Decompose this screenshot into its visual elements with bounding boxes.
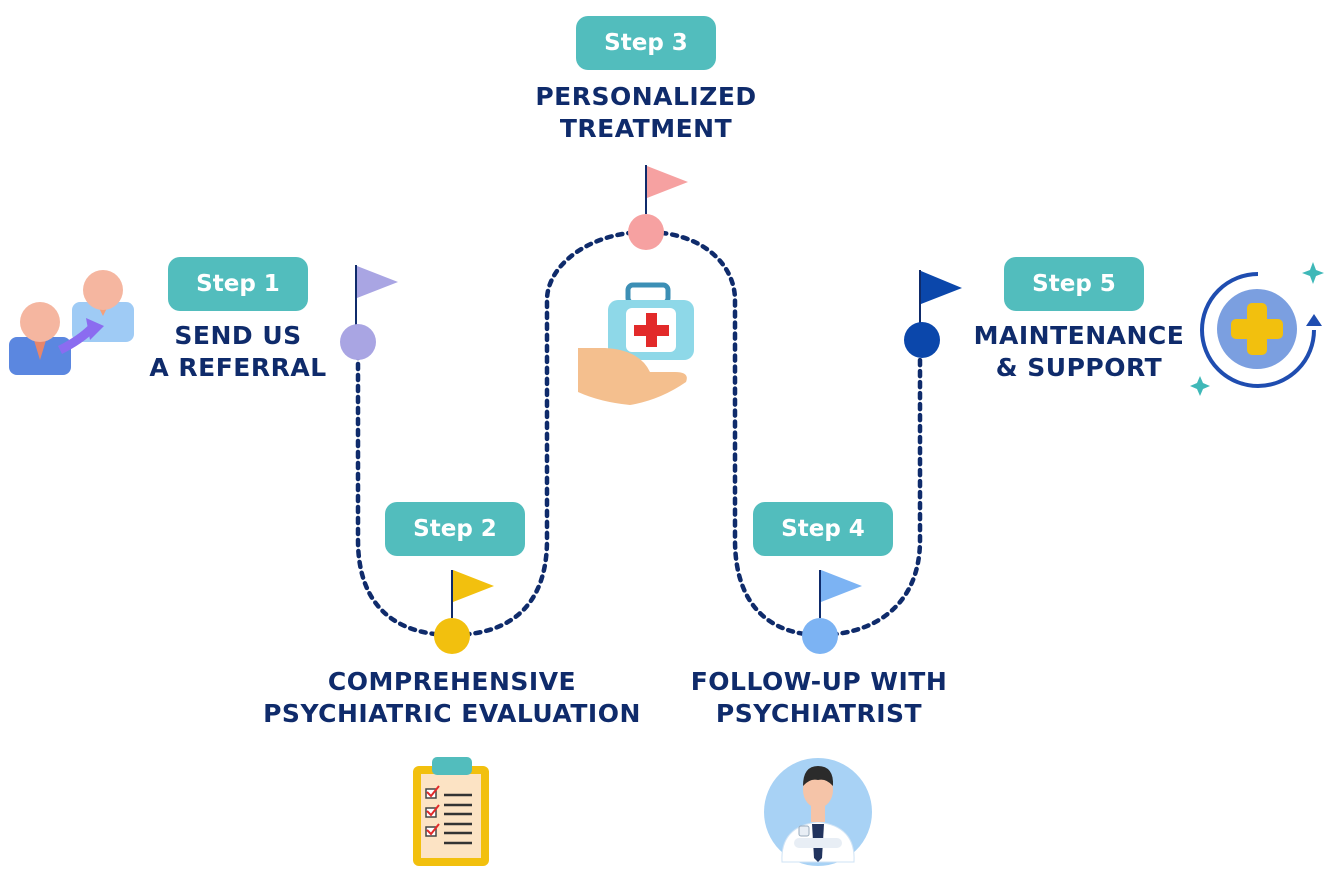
step-3-marker <box>628 165 688 250</box>
medical-kit-hand-icon <box>578 282 694 405</box>
step-3-title-line-1: PERSONALIZED <box>535 82 757 111</box>
step-2-pill: Step 2 <box>385 502 525 556</box>
step-5-marker <box>904 270 962 358</box>
step-4-marker <box>802 570 862 654</box>
step-4-title-line-1: FOLLOW-UP WITH <box>690 667 948 696</box>
step-5-title-line-1: MAINTENANCE <box>973 321 1185 350</box>
step-4-pill: Step 4 <box>753 502 893 556</box>
step-1-title-line-2: A REFERRAL <box>149 353 327 382</box>
step-3-pill: Step 3 <box>576 16 716 70</box>
step-3-label: Step 3 <box>604 30 688 56</box>
referral-people-icon <box>9 270 134 375</box>
step-5-title: MAINTENANCE & SUPPORT <box>962 320 1196 384</box>
step-3-title-line-2: TREATMENT <box>559 114 733 143</box>
step-2-marker <box>434 570 494 654</box>
step-5-pill: Step 5 <box>1004 257 1144 311</box>
clipboard-checklist-icon <box>413 757 489 866</box>
step-1-marker <box>340 265 398 360</box>
step-2-label: Step 2 <box>413 516 497 542</box>
doctor-avatar-icon <box>764 758 872 866</box>
step-1-title-line-1: SEND US <box>174 321 302 350</box>
step-1-label: Step 1 <box>196 271 280 297</box>
step-5-title-line-2: & SUPPORT <box>995 353 1163 382</box>
step-2-title-line-1: COMPREHENSIVE <box>327 667 577 696</box>
step-2-title-line-2: PSYCHIATRIC EVALUATION <box>263 699 641 728</box>
step-1-title: SEND US A REFERRAL <box>138 320 338 384</box>
step-3-title: PERSONALIZED TREATMENT <box>516 81 776 145</box>
medical-cross-cycle-icon <box>1190 262 1324 396</box>
step-4-title-line-2: PSYCHIATRIST <box>715 699 923 728</box>
step-1-pill: Step 1 <box>168 257 308 311</box>
dotted-path <box>355 229 923 638</box>
step-4-title: FOLLOW-UP WITH PSYCHIATRIST <box>672 666 966 730</box>
step-2-title: COMPREHENSIVE PSYCHIATRIC EVALUATION <box>245 666 659 730</box>
step-4-label: Step 4 <box>781 516 865 542</box>
step-5-label: Step 5 <box>1032 271 1116 297</box>
